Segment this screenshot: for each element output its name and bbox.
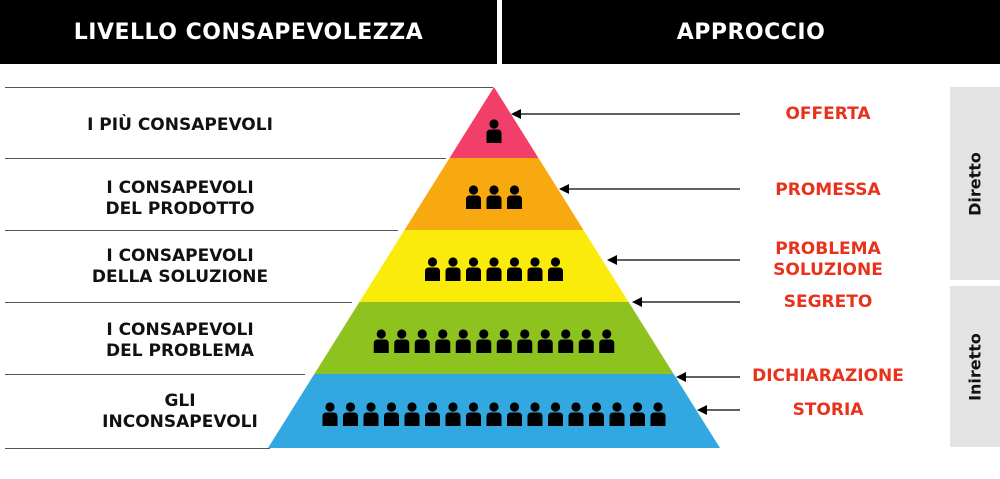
person-icon [486, 185, 502, 209]
level-divider [5, 302, 352, 303]
group-direct-label: Diretto [965, 151, 985, 216]
person-icon [527, 257, 543, 281]
person-icon [558, 329, 574, 353]
person-icon [363, 402, 379, 426]
person-icon [414, 329, 430, 353]
person-icon [322, 402, 338, 426]
person-icon [507, 402, 522, 426]
level-label-line2: DEL PRODOTTO [105, 199, 255, 219]
person-icon [445, 402, 461, 426]
person-icon [568, 402, 584, 426]
person-icon [630, 402, 645, 426]
person-icon [517, 329, 533, 353]
approach-promessa: PROMESSA [738, 180, 918, 201]
level-label-line1: GLI [164, 391, 196, 411]
group-direct-box: Diretto [950, 87, 1000, 280]
level-label-line2: INCONSAPEVOLI [102, 412, 258, 432]
level-label-most-aware: I PIÙ CONSAPEVOLI [40, 115, 320, 136]
approach-line1: STORIA [792, 400, 864, 420]
person-icon [537, 329, 553, 353]
person-icon [425, 257, 440, 281]
person-icon [466, 257, 481, 281]
person-icon [548, 402, 563, 426]
level-divider [5, 87, 493, 88]
level-label-line1: I CONSAPEVOLI [106, 178, 254, 198]
person-icon [507, 185, 522, 209]
person-icon [435, 329, 451, 353]
group-indirect-label: Iniretto [965, 332, 985, 401]
approach-dichiarazione: DICHIARAZIONE [738, 366, 918, 387]
approach-line1: PROMESSA [775, 180, 881, 200]
person-icon [466, 402, 481, 426]
approach-line1: OFFERTA [785, 104, 871, 124]
group-indirect-box: Iniretto [950, 286, 1000, 447]
person-icon [373, 329, 389, 353]
level-divider [5, 158, 446, 159]
person-icon [343, 402, 358, 426]
person-icon [394, 329, 410, 353]
level-divider [5, 374, 305, 375]
level-label-problem-aware: I CONSAPEVOLI DEL PROBLEMA [40, 320, 320, 362]
person-icon [609, 402, 625, 426]
approach-problema-soluzione: PROBLEMA SOLUZIONE [738, 239, 918, 281]
person-icon [650, 402, 666, 426]
person-icon [578, 329, 594, 353]
people-groups [322, 119, 666, 426]
level-label-line1: I PIÙ CONSAPEVOLI [87, 115, 273, 135]
level-label-line2: DELLA SOLUZIONE [91, 267, 269, 287]
person-icon [507, 257, 522, 281]
person-icon [445, 257, 461, 281]
person-icon [589, 402, 604, 426]
header-awareness-level-title: LIVELLO CONSAPEVOLEZZA [73, 19, 424, 45]
person-icon [486, 119, 502, 143]
person-icon [466, 185, 481, 209]
approach-arrows [511, 109, 740, 415]
approach-line1: DICHIARAZIONE [752, 366, 904, 386]
level-label-line2: DEL PROBLEMA [106, 341, 254, 361]
approach-line1: PROBLEMA [775, 239, 881, 259]
person-icon [425, 402, 440, 426]
level-label-unaware: GLI INCONSAPEVOLI [40, 391, 320, 433]
level-divider [5, 230, 398, 231]
person-icon [455, 329, 471, 353]
person-icon [599, 329, 615, 353]
header-awareness-level: LIVELLO CONSAPEVOLEZZA [0, 0, 497, 64]
person-icon [527, 402, 543, 426]
person-icon [404, 402, 420, 426]
person-icon [496, 329, 512, 353]
person-icon [548, 257, 563, 281]
approach-storia: STORIA [738, 400, 918, 421]
approach-segreto: SEGRETO [738, 292, 918, 313]
header-approach-title: APPROCCIO [676, 19, 826, 45]
level-label-line1: I CONSAPEVOLI [106, 320, 254, 340]
level-divider [5, 448, 270, 449]
person-icon [486, 257, 502, 281]
approach-line1: SEGRETO [783, 292, 873, 312]
level-label-solution-aware: I CONSAPEVOLI DELLA SOLUZIONE [40, 246, 320, 288]
person-icon [476, 329, 492, 353]
pyramid-layer-problem-aware [314, 302, 674, 374]
approach-offerta: OFFERTA [738, 104, 918, 125]
person-icon [486, 402, 502, 426]
level-label-line1: I CONSAPEVOLI [106, 246, 254, 266]
approach-line2: SOLUZIONE [773, 260, 883, 280]
person-icon [384, 402, 399, 426]
header-approach: APPROCCIO [502, 0, 1000, 64]
level-label-product-aware: I CONSAPEVOLI DEL PRODOTTO [40, 178, 320, 220]
